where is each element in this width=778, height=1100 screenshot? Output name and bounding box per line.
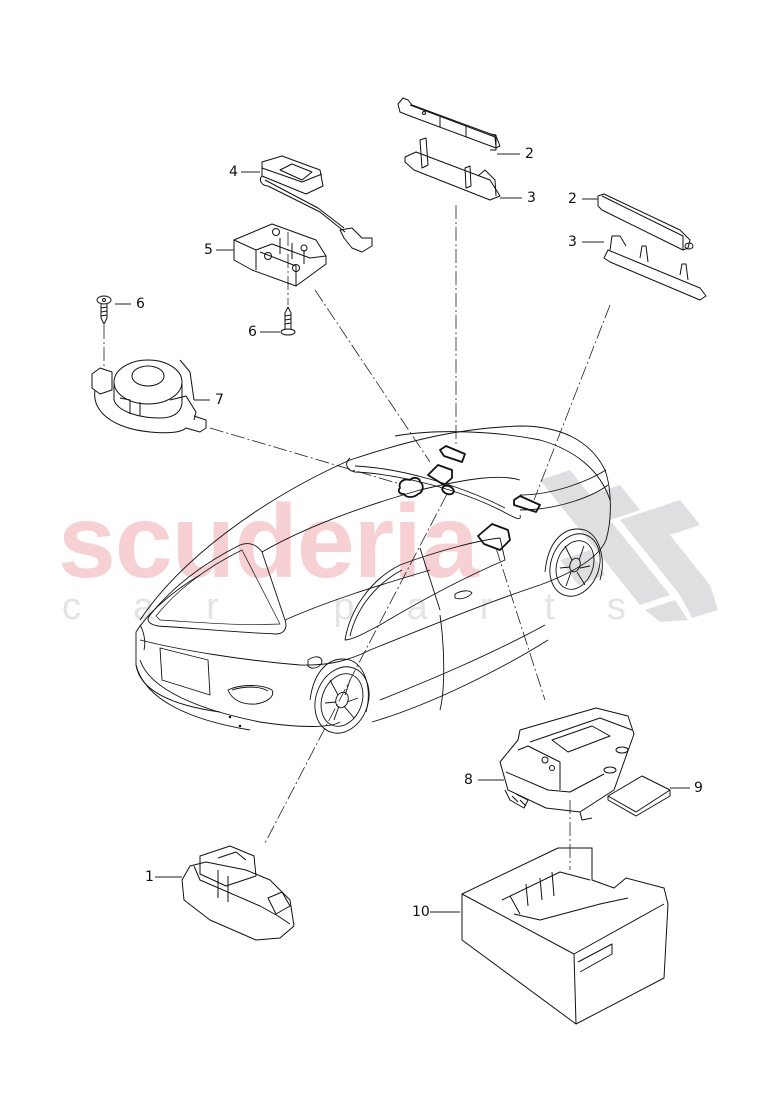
callout-6[interactable]: 6 <box>136 296 145 312</box>
part-pad <box>607 775 671 817</box>
part-antenna-holder <box>233 223 327 287</box>
part-housing-tray <box>461 847 669 1025</box>
watermark-tagline: car parts <box>62 586 678 628</box>
callout-2[interactable]: 2 <box>525 146 534 162</box>
part-antenna-center <box>397 97 501 151</box>
part-screw-top <box>96 295 112 325</box>
car-illustration <box>135 425 611 734</box>
part-antenna-bracket-center <box>404 137 501 201</box>
part-antenna-rear <box>597 193 694 251</box>
part-interior-light <box>181 845 295 941</box>
location-markers <box>397 445 541 551</box>
callout-2[interactable]: 2 <box>568 191 577 207</box>
callout-1[interactable]: 1 <box>145 869 154 885</box>
callout-4[interactable]: 4 <box>229 164 238 180</box>
part-antenna-bracket-rear <box>603 235 707 301</box>
callout-10[interactable]: 10 <box>412 904 430 920</box>
callout-9[interactable]: 9 <box>694 780 703 796</box>
part-loudspeaker <box>91 359 207 434</box>
callout-leaders <box>115 153 690 913</box>
callout-8[interactable]: 8 <box>464 772 473 788</box>
leader-lines <box>103 205 611 870</box>
part-gps-antenna <box>259 155 373 253</box>
part-screw-bottom <box>280 306 296 336</box>
callout-7[interactable]: 7 <box>215 392 224 408</box>
callout-5[interactable]: 5 <box>204 242 213 258</box>
callout-3[interactable]: 3 <box>527 190 536 206</box>
callout-6[interactable]: 6 <box>248 324 257 340</box>
callout-3[interactable]: 3 <box>568 234 577 250</box>
part-control-unit <box>499 707 635 821</box>
